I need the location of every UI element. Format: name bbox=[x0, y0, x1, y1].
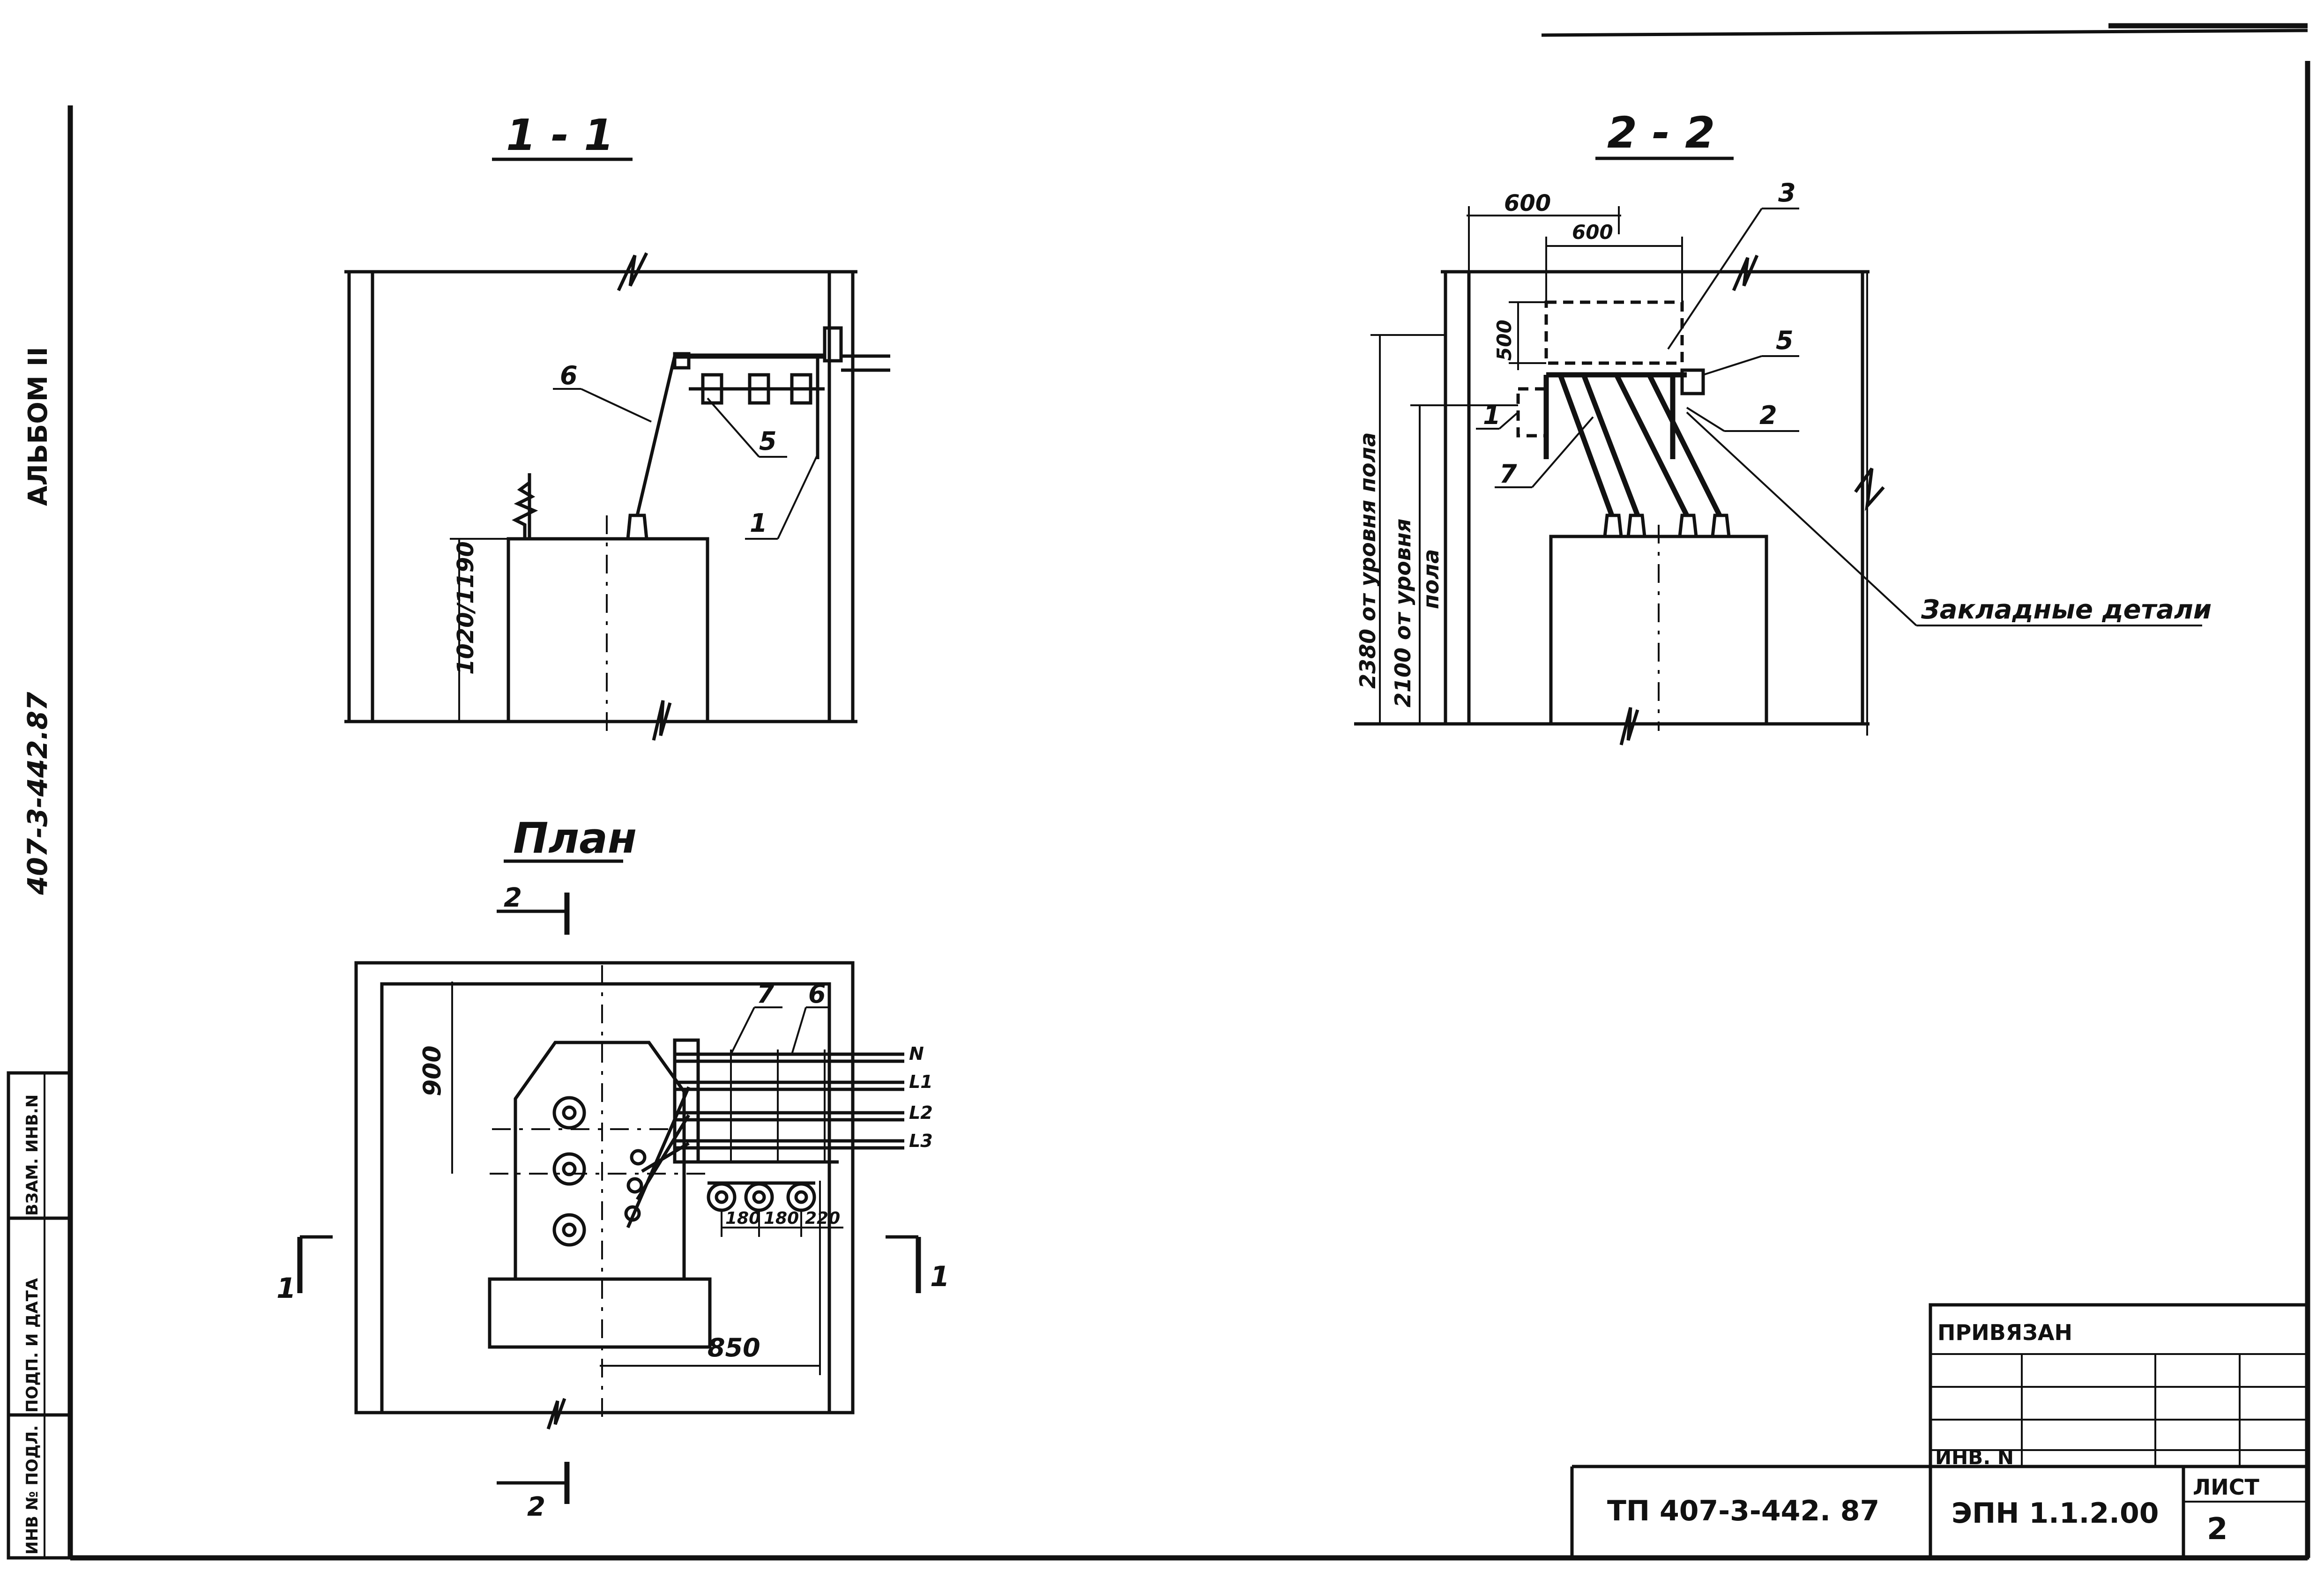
title-block-sheet-no: 2 bbox=[2207, 1512, 2228, 1547]
lv-busbars-plan bbox=[624, 1038, 904, 1228]
project-code-vertical: 407-3-442.87 bbox=[22, 692, 53, 895]
title-block-project: ТП 407-3-442. 87 bbox=[1607, 1495, 1879, 1527]
section-2-2-level-2100-b: пола bbox=[1418, 549, 1444, 609]
plan-dim-small-1: 180 bbox=[725, 1209, 760, 1228]
section-1-1-callout-5: 5 bbox=[759, 426, 777, 456]
plan-phase-l3: L3 bbox=[909, 1131, 933, 1151]
plan-view: План 2 2 1 1 bbox=[276, 814, 950, 1522]
section-2-2-title: 2 - 2 bbox=[1607, 108, 1715, 158]
plan-cut-2-top: 2 bbox=[504, 883, 522, 913]
section-2-2-callout-1: 1 bbox=[1483, 401, 1501, 430]
plan-cut-1-right: 1 bbox=[930, 1260, 950, 1293]
title-block-sheet-label: ЛИСТ bbox=[2193, 1474, 2259, 1500]
section-2-2-callout-5: 5 bbox=[1776, 326, 1794, 355]
stamp-cell-podp: ПОДП. И ДАТА bbox=[23, 1278, 42, 1413]
section-2-2-dim-500: 500 bbox=[1493, 320, 1516, 361]
hv-bushings-plan bbox=[552, 1096, 586, 1247]
section-2-2-callout-2: 2 bbox=[1759, 401, 1777, 430]
section-2-2-conductors bbox=[1557, 373, 1722, 517]
plan-callout-6: 6 bbox=[808, 979, 826, 1009]
plan-dim-850: 850 bbox=[708, 1333, 760, 1362]
plan-dim-small-2: 180 bbox=[764, 1209, 799, 1228]
plan-phase-n: N bbox=[909, 1043, 924, 1064]
title-block-inv: ИНВ. N bbox=[1935, 1446, 2014, 1469]
section-2-2-callout-7: 7 bbox=[1499, 459, 1517, 489]
plan-callout-7: 7 bbox=[757, 979, 775, 1009]
section-1-1-dim-height: 1020/1190 bbox=[453, 541, 479, 675]
margin-stamp: ВЗАМ. ИНВ.N ПОДП. И ДАТА ИНВ № ПОДЛ. АЛЬ… bbox=[7, 347, 72, 1560]
plan-cut-1-left: 1 bbox=[276, 1272, 296, 1305]
section-2-2-dim-600-b: 600 bbox=[1572, 221, 1613, 244]
section-2-2-callout-3: 3 bbox=[1778, 178, 1796, 208]
section-2-2-level-2380: 2380 от уровня пола bbox=[1355, 432, 1380, 689]
section-2-2-level-2100-a: 2100 от уровня bbox=[1390, 519, 1415, 707]
title-block-doc: ЭПН 1.1.2.00 bbox=[1952, 1497, 2159, 1530]
section-1-1-callout-6: 6 bbox=[560, 361, 578, 390]
section-1-1: 1 - 1 6 5 1 bbox=[344, 110, 890, 741]
section-1-1-callout-1: 1 bbox=[750, 508, 767, 538]
plan-phase-l2: L2 bbox=[909, 1102, 933, 1123]
hv-bushing-icon bbox=[512, 473, 538, 539]
plan-dim-small-3: 220 bbox=[805, 1209, 840, 1228]
album-label: АЛЬБОМ II bbox=[23, 347, 53, 506]
section-1-1-title: 1 - 1 bbox=[506, 110, 614, 160]
title-block-bound: ПРИВЯЗАН bbox=[1937, 1320, 2072, 1345]
title-block: ПРИВЯЗАН ИНВ. N ТП 407-3-442. 87 ЭПН 1.1… bbox=[1570, 1303, 2309, 1560]
section-2-2-embedded-label: Закладные детали bbox=[1921, 595, 2212, 625]
section-2-2: 2 - 2 600 600 500 bbox=[1354, 108, 2212, 745]
plan-title: План bbox=[513, 814, 637, 863]
plan-phase-l1: L1 bbox=[909, 1072, 933, 1092]
stamp-cell-inv: ИНВ № ПОДЛ. bbox=[23, 1425, 42, 1555]
stamp-cell-vzam: ВЗАМ. ИНВ.N bbox=[23, 1094, 42, 1216]
section-2-2-dim-600-a: 600 bbox=[1504, 190, 1551, 216]
plan-dim-900: 900 bbox=[418, 1045, 447, 1096]
plan-cut-2-bottom: 2 bbox=[527, 1492, 545, 1522]
